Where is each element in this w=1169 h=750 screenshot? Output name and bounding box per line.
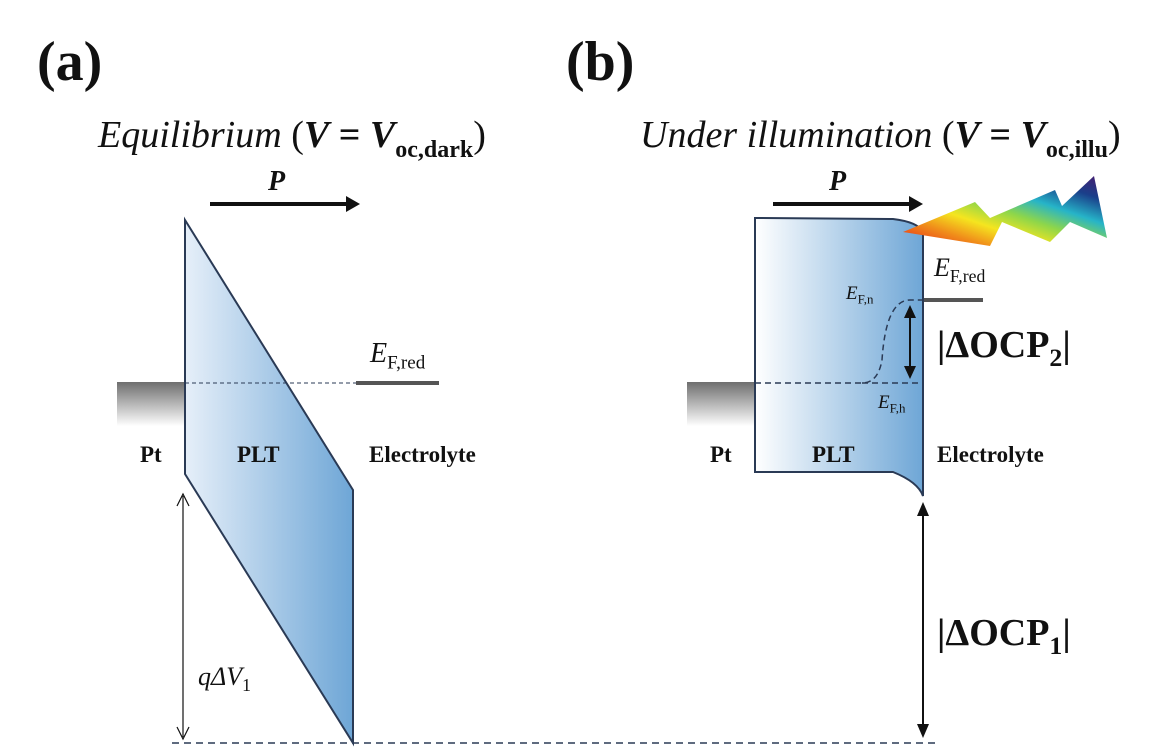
quasi-fermi-h-symbol: E: [878, 392, 890, 413]
ocp1-arrowhead-bottom: [917, 724, 929, 738]
potential-drop-label: qΔV1: [198, 664, 251, 695]
ocp1-label: |ΔOCP1|: [937, 614, 1071, 659]
panel-a-title-main: Equilibrium: [98, 114, 282, 156]
pt-electrode-b: [687, 382, 755, 426]
quasi-fermi-h-label: EF,h: [878, 393, 905, 415]
region-electrolyte-a: Electrolyte: [369, 442, 476, 467]
potential-drop-sub: 1: [242, 675, 251, 696]
quasi-fermi-n-label: EF,n: [846, 284, 873, 306]
ocp1-sub: 1: [1049, 631, 1063, 661]
quasi-fermi-n-symbol: E: [846, 283, 858, 304]
panel-b-title-sub: oc,illu: [1045, 137, 1108, 163]
panel-b-title-sym: V: [1020, 114, 1046, 156]
panel-b-title-main: Under illumination: [640, 114, 933, 156]
panel-a-title-var: V: [303, 114, 330, 156]
polarization-label-b: P: [829, 166, 847, 197]
redox-level-label-a: EF,red: [370, 340, 425, 373]
region-pt-b: Pt: [710, 442, 732, 467]
redox-level-label-b-symbol: E: [934, 253, 950, 282]
redox-level-label-b-sub: F,red: [949, 266, 986, 287]
ocp1-text: |ΔOCP: [937, 612, 1050, 654]
pt-electrode-a: [117, 382, 185, 426]
potential-drop-arrow-bottom: [176, 726, 190, 741]
redox-level-label-a-sub: F,red: [387, 352, 426, 374]
ocp2-end: |: [1062, 324, 1071, 366]
ocp2-label: |ΔOCP2|: [937, 326, 1071, 371]
ocp2-text: |ΔOCP: [937, 324, 1050, 366]
region-electrolyte-b: Electrolyte: [937, 442, 1044, 467]
region-plt-a: PLT: [237, 442, 280, 467]
ocp1-arrowhead-top: [917, 502, 929, 516]
panel-a-title: Equilibrium (V = Voc,dark): [98, 114, 486, 163]
ocp2-sub: 2: [1049, 343, 1063, 373]
ocp2-arrowhead-bottom: [904, 366, 916, 379]
potential-drop-prefix: qΔ: [198, 662, 227, 691]
polarization-arrowhead-a: [346, 196, 360, 212]
quasi-fermi-n-curve: [755, 299, 924, 384]
region-plt-b: PLT: [812, 442, 855, 467]
panel-b-label: (b): [566, 31, 635, 93]
panel-a-label: (a): [37, 31, 103, 93]
panel-a-title-sub: oc,dark: [395, 137, 474, 163]
panel-a-diagram: [117, 196, 439, 747]
potential-drop-arrow-top: [176, 492, 190, 507]
panel-b-title-eq: =: [989, 114, 1012, 156]
ocp2-arrowhead-top: [904, 305, 916, 318]
panel-a-title-eq: =: [338, 114, 361, 156]
panel-a-title-sym: V: [369, 114, 396, 156]
quasi-fermi-h-sub: F,h: [889, 400, 906, 416]
quasi-fermi-n-sub: F,n: [857, 291, 874, 307]
panel-b-title: Under illumination (V = Voc,illu): [640, 114, 1121, 163]
potential-drop-var: V: [226, 662, 243, 691]
polarization-arrowhead-b: [909, 196, 923, 212]
redox-level-label-a-symbol: E: [370, 338, 388, 369]
ocp1-end: |: [1062, 612, 1071, 654]
plt-band-b: [754, 216, 924, 497]
panel-b-diagram: [687, 176, 1107, 738]
light-bolt-icon: [903, 176, 1107, 246]
region-pt-a: Pt: [140, 442, 162, 467]
panel-b-title-var: V: [954, 114, 980, 156]
polarization-label-a: P: [268, 166, 286, 197]
redox-level-label-b: EF,red: [934, 255, 985, 286]
